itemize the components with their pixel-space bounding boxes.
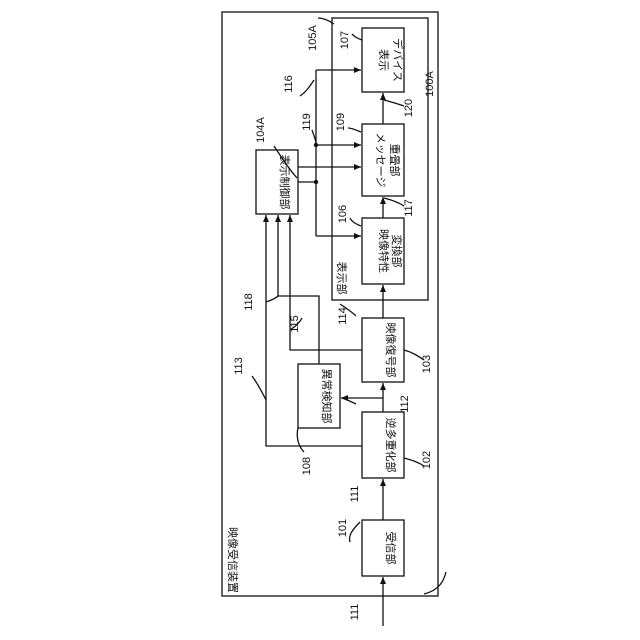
ref-112: 112 (399, 395, 411, 413)
ref-102: 102 (421, 451, 433, 469)
leader-101 (349, 522, 360, 542)
ref-107: 107 (339, 31, 351, 49)
ref-113: 113 (233, 357, 245, 375)
display-control-label: 表示制御部 (278, 155, 292, 210)
junction-dot (314, 180, 318, 184)
device-name-label: 映像受信装置 (226, 527, 239, 593)
leader-100A (424, 572, 446, 594)
demux-label: 逆多重化部 (384, 418, 398, 473)
video-decoder-label: 映像復号部 (384, 323, 398, 378)
anomaly-detector-label: 異常検知部 (320, 369, 334, 424)
ref-104A: 104A (255, 116, 267, 142)
leader-112 (342, 398, 356, 404)
video-char-converter-label-line1: 映像特性 (377, 229, 391, 273)
display-device-label-line2: デバイス (391, 38, 405, 82)
ref-116: 116 (283, 75, 295, 93)
message-overlay-label-line2: 重畳部 (388, 144, 402, 177)
ref-118: 118 (243, 293, 255, 311)
message-overlay-label-line1: メッセージ (374, 133, 387, 188)
leader-106 (350, 218, 361, 226)
ref-105A: 105A (307, 24, 319, 50)
ref-115: 115 (289, 315, 301, 333)
leader-118 (266, 296, 278, 302)
ref-120: 120 (403, 99, 415, 117)
leader-107 (352, 34, 362, 40)
leader-109 (348, 128, 361, 132)
display-device-label-line1: 表示 (377, 49, 391, 71)
ref-111-input: 111 (349, 604, 361, 621)
leader-108 (297, 428, 304, 452)
ref-101: 101 (337, 519, 349, 537)
leader-113 (252, 376, 266, 400)
ref-100A: 100A (424, 70, 436, 96)
display-section-label: 表示部 (335, 262, 349, 295)
ref-106: 106 (337, 205, 349, 223)
leader-117 (384, 198, 404, 206)
leader-116 (300, 80, 314, 96)
ref-119: 119 (301, 113, 313, 131)
signal-118 (278, 215, 319, 364)
ref-108: 108 (301, 457, 313, 475)
ref-114: 114 (337, 307, 349, 325)
ref-103: 103 (421, 355, 433, 373)
receiver-label: 受信部 (384, 532, 398, 565)
ref-109: 109 (335, 113, 347, 131)
ref-111-stream: 111 (349, 486, 361, 503)
leader-120 (384, 100, 404, 106)
ref-117: 117 (403, 199, 415, 217)
video-char-converter-label-line2: 変換部 (390, 235, 404, 268)
